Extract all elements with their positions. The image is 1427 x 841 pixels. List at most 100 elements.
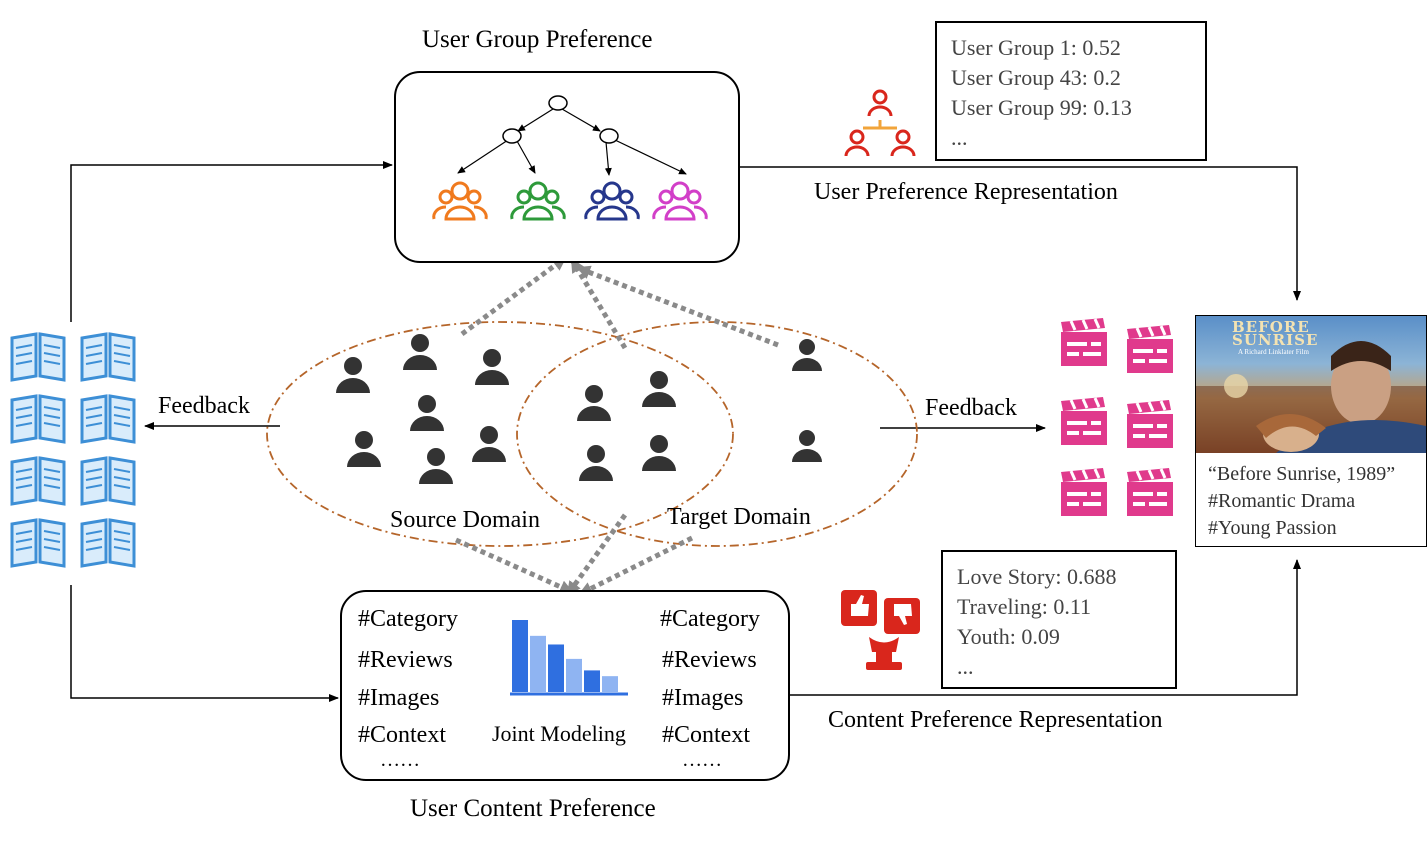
right-tag: #Category [660, 606, 760, 632]
person-icon [347, 431, 381, 467]
bar [602, 676, 618, 692]
person-icon [792, 430, 822, 462]
movie-poster-image: BEFORE SUNRISE A Richard Linklater Film [1196, 316, 1426, 453]
poster-title-line1: BEFORE [1232, 318, 1310, 336]
score-line: Traveling: 0.11 [957, 594, 1092, 619]
dashed-arrow-mid-to-content [565, 513, 628, 596]
left-tag: #Context [358, 722, 446, 748]
user-group-icon [510, 181, 566, 221]
score-line: User Group 99: 0.13 [951, 95, 1132, 120]
book-icon [10, 518, 66, 568]
left-tag: #Images [358, 685, 440, 711]
bar [548, 644, 564, 692]
user-preference-representation-label: User Preference Representation [814, 179, 1118, 205]
person-icon [403, 334, 437, 370]
movie-card: BEFORE SUNRISE A Richard Linklater Film … [1195, 315, 1427, 547]
right-tag: #Images [662, 685, 744, 711]
user-group-icon [652, 181, 708, 221]
poster-subtitle: A Richard Linklater Film [1238, 348, 1309, 356]
score-line: Youth: 0.09 [957, 624, 1060, 649]
user-group-scores-box: User Group 1: 0.52 User Group 43: 0.2 Us… [935, 21, 1207, 161]
person-icon [642, 435, 676, 471]
movie-caption-line: “Before Sunrise, 1989” [1208, 463, 1396, 485]
feedback-right-label: Feedback [925, 395, 1017, 421]
bar [530, 635, 546, 692]
content-to-movie-connector [790, 559, 1301, 696]
overlap-users [577, 371, 676, 481]
content-scores-box: Love Story: 0.688 Traveling: 0.11 Youth:… [941, 550, 1177, 689]
user-group-preference-box [394, 71, 740, 263]
left-tag: …… [380, 749, 420, 771]
score-line: Love Story: 0.688 [957, 564, 1117, 589]
clapperboard-icon [1061, 397, 1107, 445]
book-icon [80, 456, 136, 506]
clapperboard-icon [1061, 468, 1107, 516]
source-domain-users [336, 334, 509, 484]
group-hierarchy-tree [432, 95, 708, 221]
right-tag: #Context [662, 722, 750, 748]
person-icon [579, 445, 613, 481]
person-icon [336, 357, 370, 393]
poster-title-line2: SUNRISE [1232, 331, 1319, 349]
bar [512, 620, 528, 692]
dashed-arrow-mid-to-group [569, 258, 628, 350]
source-domain-label: Source Domain [390, 507, 540, 533]
joint-modeling-bar-chart [510, 620, 628, 696]
score-line: ... [957, 654, 974, 679]
left-tag: #Reviews [358, 647, 453, 673]
bar [566, 658, 582, 692]
user-group-icon [432, 181, 488, 221]
user-group-preference-title: User Group Preference [422, 26, 653, 53]
tree-node [502, 128, 522, 144]
person-icon [577, 385, 611, 421]
user-content-preference-box: #Category #Reviews #Images #Context …… #… [340, 590, 790, 781]
target-domain-label: Target Domain [667, 504, 811, 530]
books-to-content-connector [70, 585, 339, 702]
org-chart-icon [844, 89, 916, 157]
book-icon [10, 394, 66, 444]
person-icon [419, 448, 453, 484]
person-icon [792, 339, 822, 371]
books-grid [10, 332, 136, 568]
score-line: User Group 43: 0.2 [951, 65, 1121, 90]
person-icon [475, 349, 509, 385]
bar [584, 670, 600, 692]
poster-art [1196, 341, 1426, 453]
books-to-group-connector [70, 161, 393, 322]
tree-root-node [548, 95, 568, 111]
person-icon [472, 426, 506, 462]
user-group-icon [584, 181, 640, 221]
clapperboard-grid [1061, 318, 1173, 516]
dashed-arrow-source-to-group [460, 255, 567, 337]
book-icon [80, 332, 136, 382]
group-to-movie-connector [738, 166, 1301, 301]
tree-node [599, 128, 619, 144]
dashed-arrow-source-to-content [454, 537, 574, 595]
feedback-left-label: Feedback [158, 393, 250, 419]
clapperboard-icon [1127, 400, 1173, 448]
clapperboard-icon [1127, 325, 1173, 373]
person-icon [642, 371, 676, 407]
book-icon [10, 456, 66, 506]
joint-modeling-label: Joint Modeling [492, 721, 626, 746]
book-icon [10, 332, 66, 382]
target-domain-users [792, 339, 822, 462]
score-line: ... [951, 125, 968, 150]
book-icon [80, 518, 136, 568]
person-icon [410, 395, 444, 431]
score-line: User Group 1: 0.52 [951, 35, 1121, 60]
movie-caption-line: #Young Passion [1208, 517, 1337, 539]
clapperboard-icon [1061, 318, 1107, 366]
content-preference-representation-label: Content Preference Representation [828, 707, 1163, 733]
dashed-arrow-target-to-group [576, 265, 779, 348]
left-tag: #Category [358, 606, 458, 632]
book-icon [80, 394, 136, 444]
dashed-arrow-target-to-content [578, 535, 694, 597]
movie-caption-line: #Romantic Drama [1208, 490, 1356, 512]
right-tag: …… [682, 749, 722, 771]
clapperboard-icon [1127, 468, 1173, 516]
thumbs-feedback-icon [841, 590, 920, 670]
source-domain-ellipse [266, 321, 734, 547]
